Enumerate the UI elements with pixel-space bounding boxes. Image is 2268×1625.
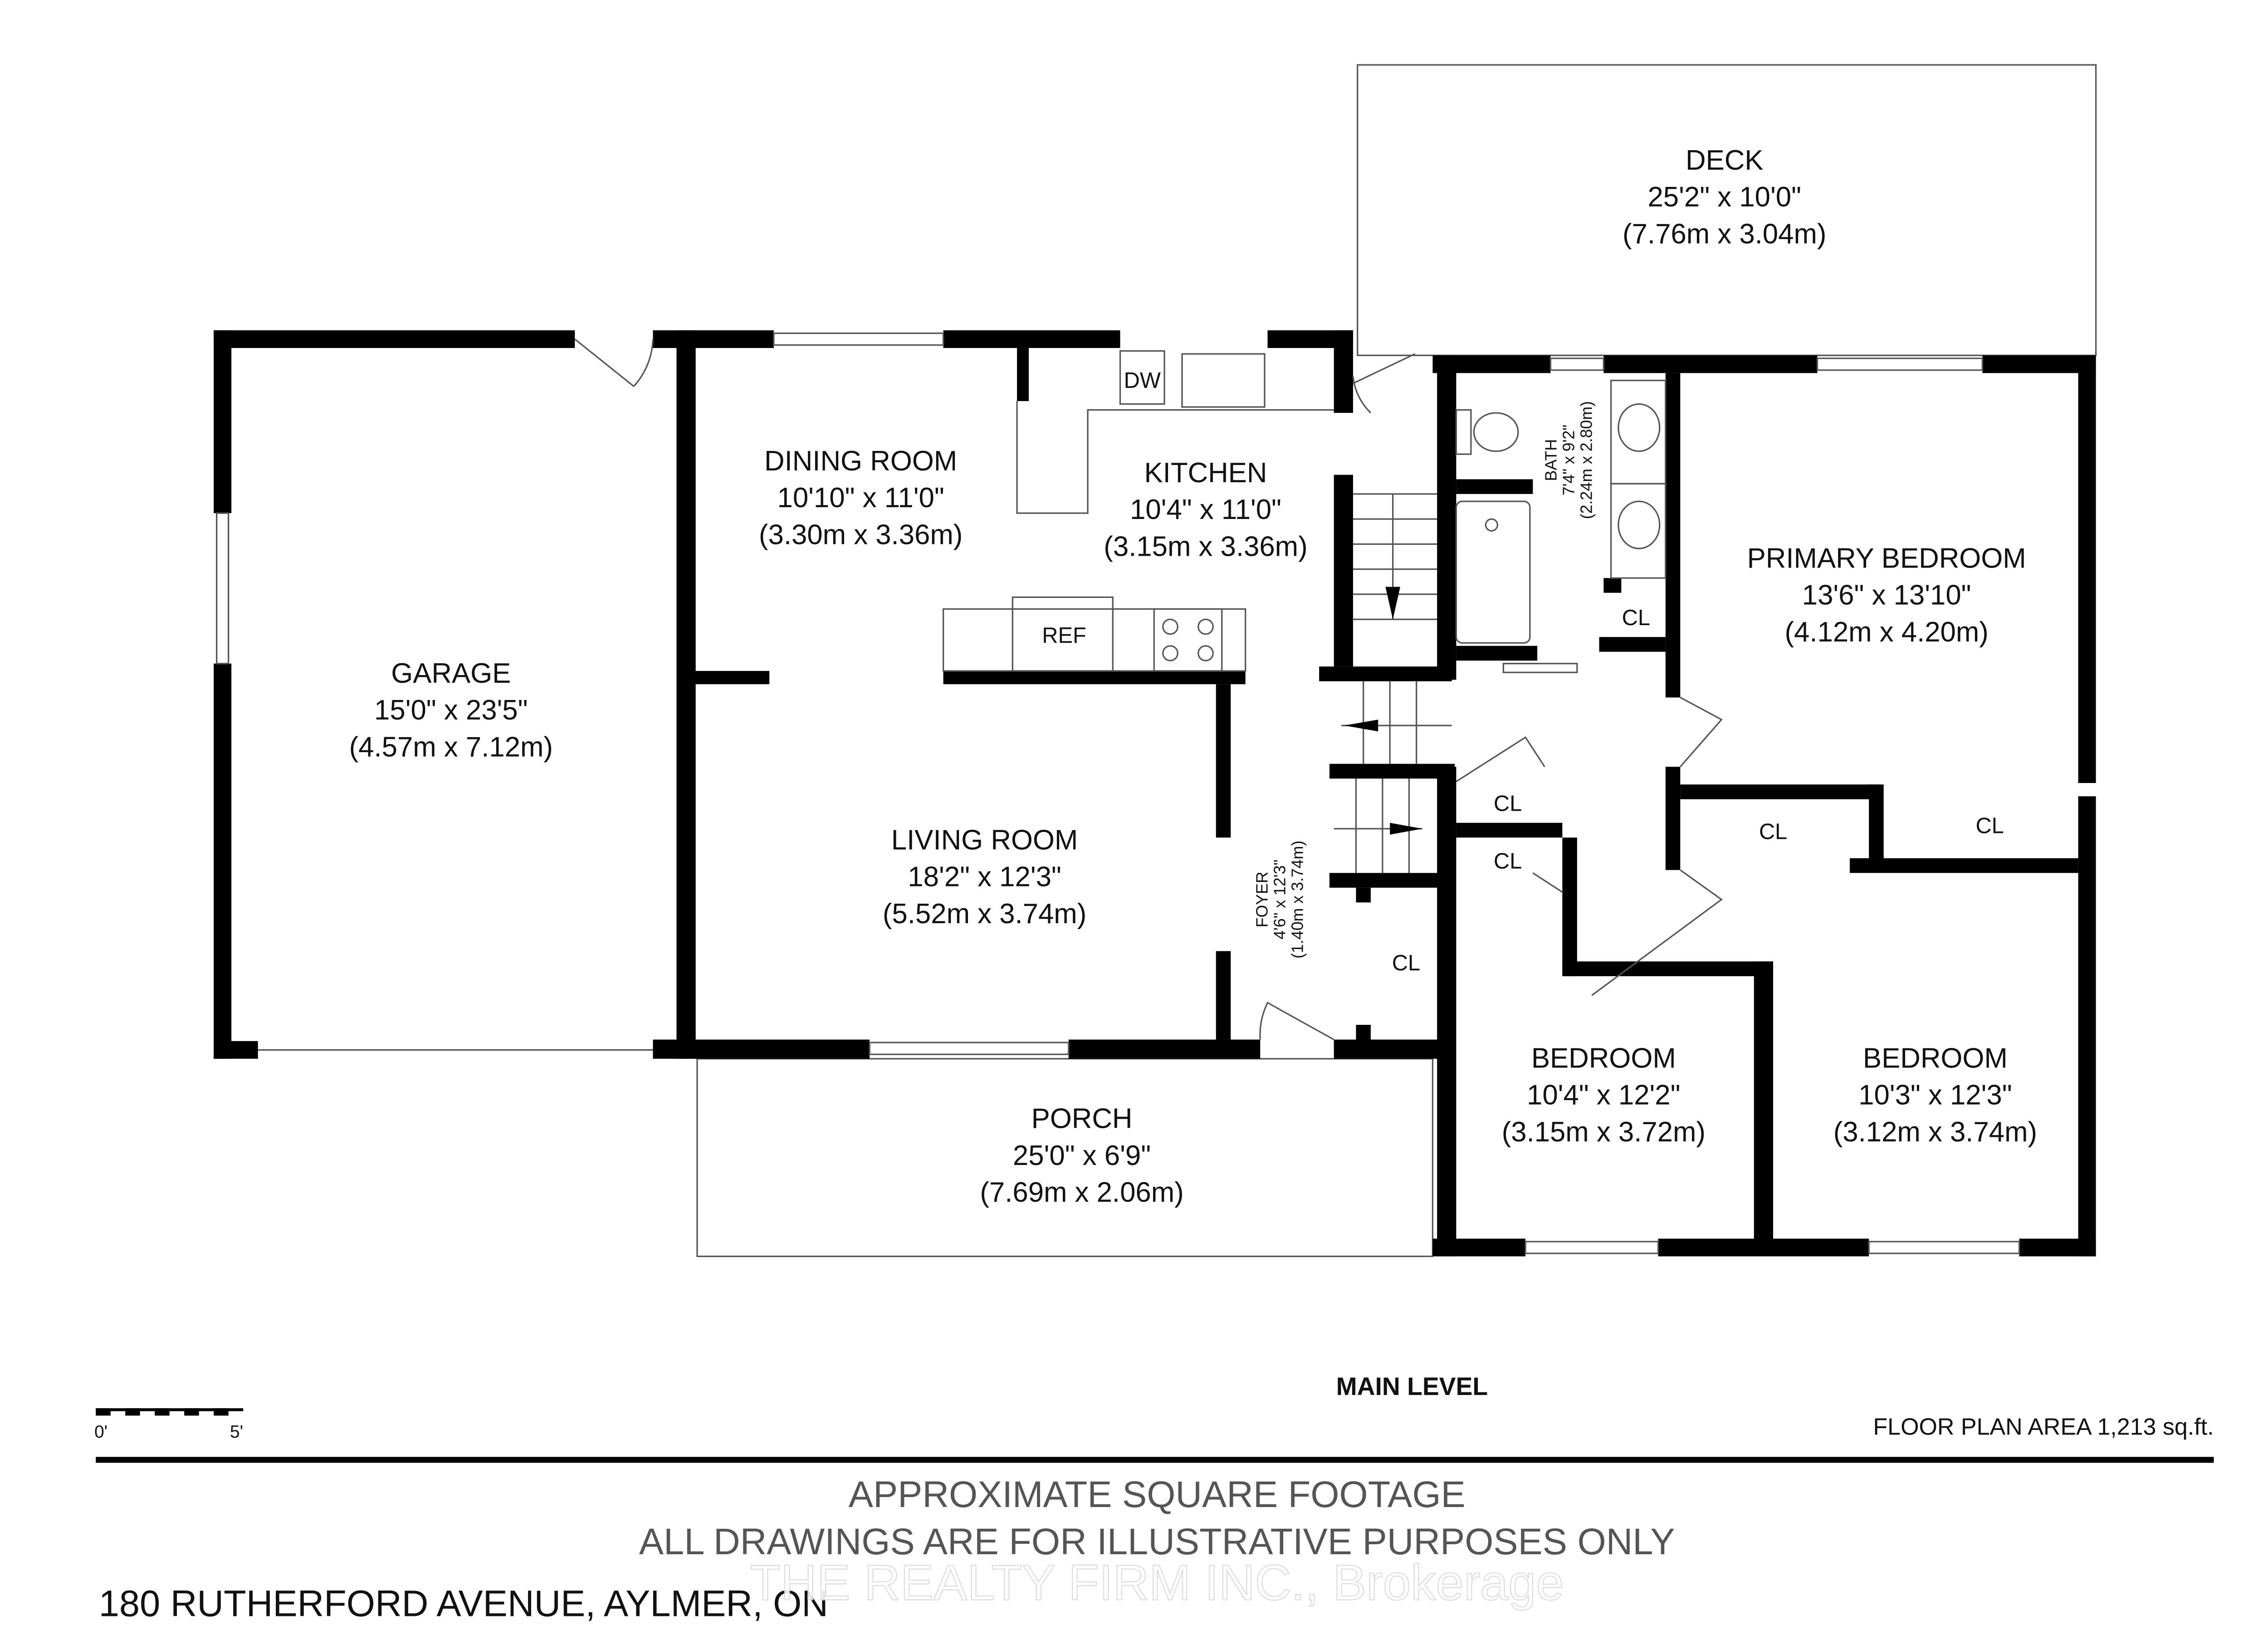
room-dining: DINING ROOM 10'10" x 11'0" (3.30m x 3.36…	[759, 445, 963, 551]
room-dims-metric: (4.12m x 4.20m)	[1784, 617, 1988, 648]
porch-outline	[696, 1058, 1434, 1258]
closet-label: CL	[1759, 820, 1787, 844]
bath-fixtures	[1455, 379, 1667, 673]
level-title: MAIN LEVEL	[1336, 1372, 1488, 1400]
closet-label: CL	[1622, 606, 1650, 630]
room-dims-metric: (3.15m x 3.36m)	[1104, 531, 1307, 562]
room-bath: BATH 7'4" x 9'2" (2.24m x 2.80m)	[1542, 401, 1595, 519]
room-living: LIVING ROOM 18'2" x 12'3" (5.52m x 3.74m…	[883, 824, 1086, 930]
sink-icon	[1181, 353, 1266, 408]
stove-icon	[1153, 608, 1223, 672]
room-name: KITCHEN	[1144, 457, 1267, 489]
room-name: DECK	[1686, 145, 1764, 176]
room-dims-metric: (4.57m x 7.12m)	[349, 731, 553, 763]
walls	[214, 330, 2096, 1257]
room-name: BATH	[1542, 439, 1560, 481]
room-dims-imperial: 18'2" x 12'3"	[908, 861, 1061, 893]
dishwasher-label: DW	[1124, 368, 1161, 393]
closet-label: CL	[1494, 792, 1522, 816]
room-deck: DECK 25'2" x 10'0" (7.76m x 3.04m)	[1623, 145, 1826, 250]
room-dims-imperial: 15'0" x 23'5"	[374, 695, 528, 726]
footer-line-2: ALL DRAWINGS ARE FOR ILLUSTRATIVE PURPOS…	[639, 1521, 1675, 1562]
room-dims-metric: (3.15m x 3.72m)	[1502, 1116, 1706, 1148]
floor-area: FLOOR PLAN AREA 1,213 sq.ft.	[1873, 1414, 2214, 1440]
room-foyer: FOYER 4'6" x 12'3" (1.40m x 3.74m)	[1253, 841, 1306, 959]
address: 180 RUTHERFORD AVENUE, AYLMER, ON	[99, 1583, 828, 1624]
brokerage-watermark: THE REALTY FIRM INC., Brokerage	[750, 1555, 1564, 1611]
room-dims-imperial: 25'2" x 10'0"	[1647, 181, 1801, 213]
room-name: PRIMARY BEDROOM	[1747, 543, 2026, 574]
room-name: DINING ROOM	[764, 445, 957, 477]
room-dims-metric: (3.12m x 3.74m)	[1833, 1116, 2037, 1148]
room-dims-imperial: 10'4" x 11'0"	[1130, 494, 1281, 525]
refrigerator-label: REF	[1042, 623, 1086, 648]
room-kitchen: KITCHEN 10'4" x 11'0" (3.15m x 3.36m)	[1104, 457, 1307, 563]
room-dims-metric: (1.40m x 3.74m)	[1288, 841, 1306, 959]
room-dims-imperial: 25'0" x 6'9"	[1013, 1140, 1151, 1171]
room-dims-imperial: 7'4" x 9'2"	[1559, 425, 1578, 495]
room-name: PORCH	[1031, 1103, 1133, 1135]
dishwasher-icon	[1119, 350, 1165, 405]
footer-line-1: APPROXIMATE SQUARE FOOTAGE	[849, 1474, 1466, 1515]
room-bedroom-3: BEDROOM 10'3" x 12'3" (3.12m x 3.74m)	[1833, 1043, 2037, 1148]
closet-label: CL	[1494, 849, 1522, 874]
room-dims-metric: (7.76m x 3.04m)	[1623, 218, 1826, 250]
closet-label: CL	[1392, 951, 1420, 975]
scale-bar: 0' 5'	[94, 1408, 244, 1442]
room-dims-metric: (3.30m x 3.36m)	[759, 519, 963, 550]
windows-doors	[216, 332, 2020, 1254]
room-dims-imperial: 4'6" x 12'3"	[1271, 860, 1289, 940]
room-name: BEDROOM	[1863, 1043, 2008, 1074]
scale-start: 0'	[94, 1422, 108, 1442]
room-porch: PORCH 25'0" x 6'9" (7.69m x 2.06m)	[980, 1103, 1183, 1209]
kitchen-fixtures	[942, 350, 1667, 873]
divider	[96, 1457, 2214, 1463]
room-dims-metric: (5.52m x 3.74m)	[883, 898, 1086, 930]
room-primary-bedroom: PRIMARY BEDROOM 13'6" x 13'10" (4.12m x …	[1747, 543, 2026, 648]
room-name: BEDROOM	[1531, 1043, 1676, 1074]
room-name: GARAGE	[391, 658, 511, 689]
room-name: FOYER	[1253, 871, 1271, 927]
room-dims-imperial: 10'4" x 12'2"	[1527, 1080, 1681, 1111]
room-dims-imperial: 10'10" x 11'0"	[777, 482, 944, 514]
room-dims-metric: (2.24m x 2.80m)	[1577, 401, 1595, 519]
room-garage: GARAGE 15'0" x 23'5" (4.57m x 7.12m)	[349, 658, 553, 763]
room-name: LIVING ROOM	[891, 824, 1078, 856]
room-dims-imperial: 13'6" x 13'10"	[1802, 580, 1971, 611]
room-bedroom-2: BEDROOM 10'4" x 12'2" (3.15m x 3.72m)	[1502, 1043, 1706, 1148]
room-dims-imperial: 10'3" x 12'3"	[1858, 1080, 2012, 1111]
room-dims-metric: (7.69m x 2.06m)	[980, 1177, 1183, 1208]
scale-end: 5'	[230, 1422, 243, 1442]
closet-label: CL	[1975, 813, 2004, 838]
